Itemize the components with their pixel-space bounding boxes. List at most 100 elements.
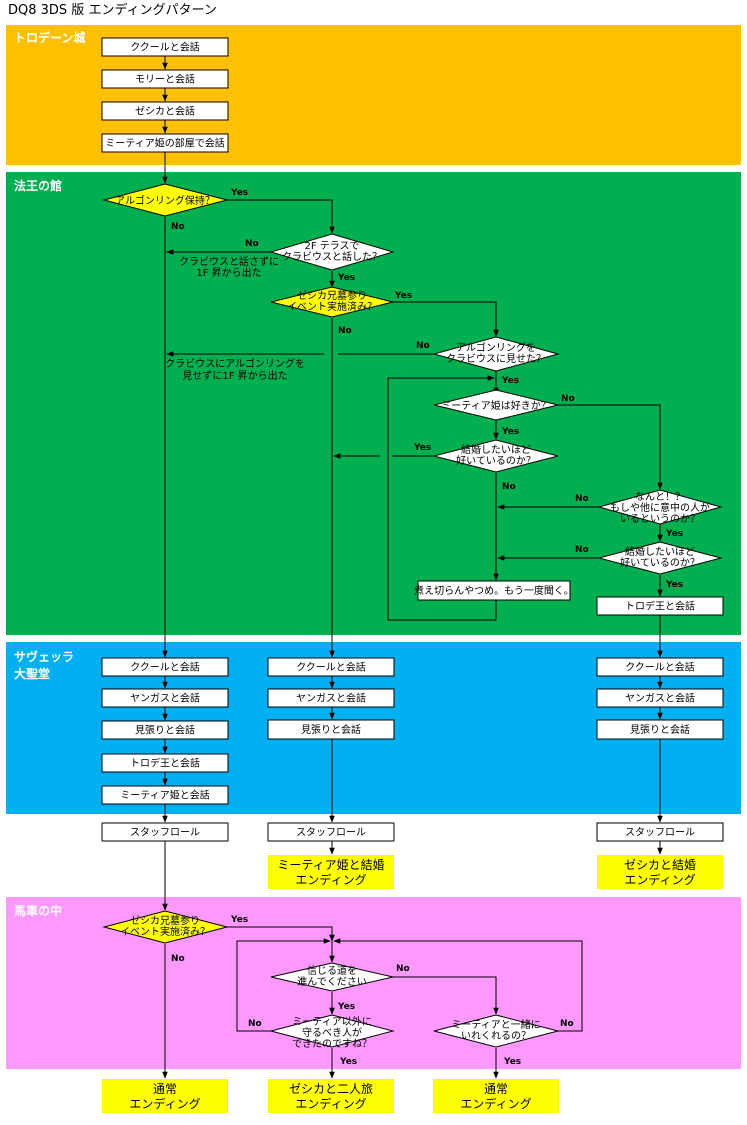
decision-believe-text-2: 進んでください (297, 976, 367, 988)
decision-believe (270, 962, 394, 992)
decision-argon-ring-text: アルゴンリング保持？ (115, 194, 215, 207)
staff-roll-3-text: スタッフロール (625, 827, 695, 839)
section-label-savella-1: サヴェッラ (14, 649, 74, 664)
decision-grave-event-text-1: ゼシカ兄墓参り (297, 289, 367, 302)
decision-other-person (597, 489, 723, 525)
ending-jessica-text-2: エンディング (624, 872, 695, 887)
trodain-box-2 (101, 69, 229, 89)
savella-c3-box-3 (596, 719, 724, 740)
section-label-savella-2: 大聖堂 (14, 666, 50, 681)
savella-c2-box-3 (267, 719, 395, 740)
savella-c1-box-4 (101, 753, 229, 773)
trodain-box-4 (101, 133, 229, 153)
label-no: No (561, 394, 575, 404)
decision-grave-event (270, 286, 394, 318)
label-yes: Yes (230, 915, 248, 925)
trodain-text-4: ミーティア姫の部屋で会話 (105, 137, 224, 150)
connectors (162, 56, 663, 1079)
savella-c1-text-5: ミーティア姫と会話 (120, 789, 209, 802)
label-yes: Yes (665, 580, 683, 590)
ending-normal-1 (102, 1079, 228, 1113)
savella-c3-text-1: ククールと会話 (625, 661, 695, 674)
decision-together (433, 1014, 559, 1048)
ending-meetia-text-2: エンディング (295, 872, 366, 887)
ending-normal-2-text-1: 通常 (484, 1082, 508, 1096)
decision-marry-other-text-1: 結婚したいほど (625, 545, 695, 558)
savella-c3-text-2: ヤンガスと会話 (625, 692, 695, 705)
decision-terrace (269, 233, 395, 271)
decision-together-text-2: いれくれるの？ (461, 1030, 531, 1042)
label-no: No (248, 1019, 262, 1029)
label-no: No (396, 964, 410, 974)
trode-box (596, 596, 724, 616)
ending-normal-2 (433, 1079, 559, 1113)
section-label-trodain: トロデーン城 (14, 30, 85, 45)
staff-roll-2-text: スタッフロール (296, 827, 366, 839)
decision-other-person-text-2: もしや他に意中の人が (610, 501, 710, 514)
decision-like-meetia-text: ミーティア姫は好きか？ (441, 399, 550, 412)
label-yes: Yes (230, 188, 248, 198)
savella-c1-box-3 (101, 720, 229, 740)
label-no: No (575, 545, 589, 555)
note-no-talk-2: 1F 昇から出た (196, 266, 261, 279)
decision-marry-meetia (433, 439, 559, 473)
staff-roll-1 (101, 822, 229, 842)
label-no: No (171, 222, 185, 232)
decision-basha-grave-text-1: ゼシカ兄墓参り (130, 914, 200, 927)
decision-show-ring (432, 336, 560, 372)
label-yes: Yes (337, 273, 355, 283)
note-no-talk-1: クラビウスと話さずに (179, 255, 279, 268)
label-yes: Yes (337, 1002, 355, 1012)
ending-normal-1-text-2: エンディング (129, 1096, 200, 1111)
trodain-box-1 (101, 37, 229, 57)
decision-protect-text-2: 守るべき人が (302, 1026, 362, 1039)
staff-roll-3 (596, 822, 724, 842)
label-yes: Yes (501, 427, 519, 437)
staff-roll-2 (267, 822, 395, 842)
label-no: No (338, 326, 352, 336)
section-label-houou: 法王の館 (14, 178, 62, 193)
section-label-basha: 馬車の中 (14, 903, 62, 918)
page-title: DQ8 3DS 版 エンディングパターン (8, 2, 217, 18)
label-no: No (560, 1019, 574, 1029)
savella-c3-box-1 (596, 657, 724, 677)
decision-protect (269, 1014, 395, 1048)
decision-like-meetia (433, 389, 559, 421)
decision-marry-meetia-text-1: 結婚したいほど (461, 443, 531, 456)
ending-travel (268, 1079, 394, 1113)
savella-c2-box-2 (267, 688, 395, 708)
savella-c2-box-1 (267, 657, 395, 677)
ending-travel-text-1: ゼシカと二人旅 (289, 1082, 373, 1096)
trodain-text-3: ゼシカと会話 (135, 105, 195, 118)
decision-terrace-text-1: 2F テラスで (304, 240, 359, 252)
decision-protect-text-3: できたのですね？ (292, 1038, 372, 1050)
decision-basha-grave-text-2: イベント実施済み？ (120, 925, 210, 938)
label-no: No (171, 954, 185, 964)
ending-normal-1-text-1: 通常 (153, 1082, 177, 1096)
label-yes: Yes (339, 1057, 357, 1067)
ending-jessica-text-1: ゼシカと結婚 (624, 858, 696, 872)
label-no: No (245, 239, 259, 249)
decision-terrace-text-2: クラビウスと話した？ (282, 250, 382, 263)
savella-c2-text-3: 見張りと会話 (301, 723, 361, 736)
section-basha-bg (6, 897, 741, 1069)
ending-travel-text-2: エンディング (295, 1096, 366, 1111)
decision-other-person-text-3: いるというのか？ (620, 513, 700, 525)
trodain-text-1: ククールと会話 (130, 41, 200, 54)
label-yes: Yes (394, 291, 412, 301)
label-yes: Yes (665, 529, 683, 539)
decision-show-ring-text-1: アルゴンリングを (456, 341, 536, 354)
decision-together-text-1: ミーティアと一緒に (451, 1018, 540, 1031)
decision-marry-other (597, 541, 723, 575)
trodain-text-2: モリーと会話 (135, 73, 195, 86)
loop-box-text: 煮え切らんやつめ。もう一度聞く。 (414, 584, 574, 597)
label-no: No (502, 482, 516, 492)
ending-meetia-text-1: ミーティア姫と結婚 (277, 858, 384, 872)
savella-c3-box-2 (596, 688, 724, 708)
label-yes: Yes (501, 376, 519, 386)
staff-roll-1-text: スタッフロール (130, 827, 200, 839)
savella-c1-box-5 (101, 785, 229, 805)
note-no-show-2: 見せずに1F 昇から出た (182, 369, 287, 382)
savella-c1-box-1 (101, 657, 229, 677)
ending-jessica (597, 855, 723, 889)
